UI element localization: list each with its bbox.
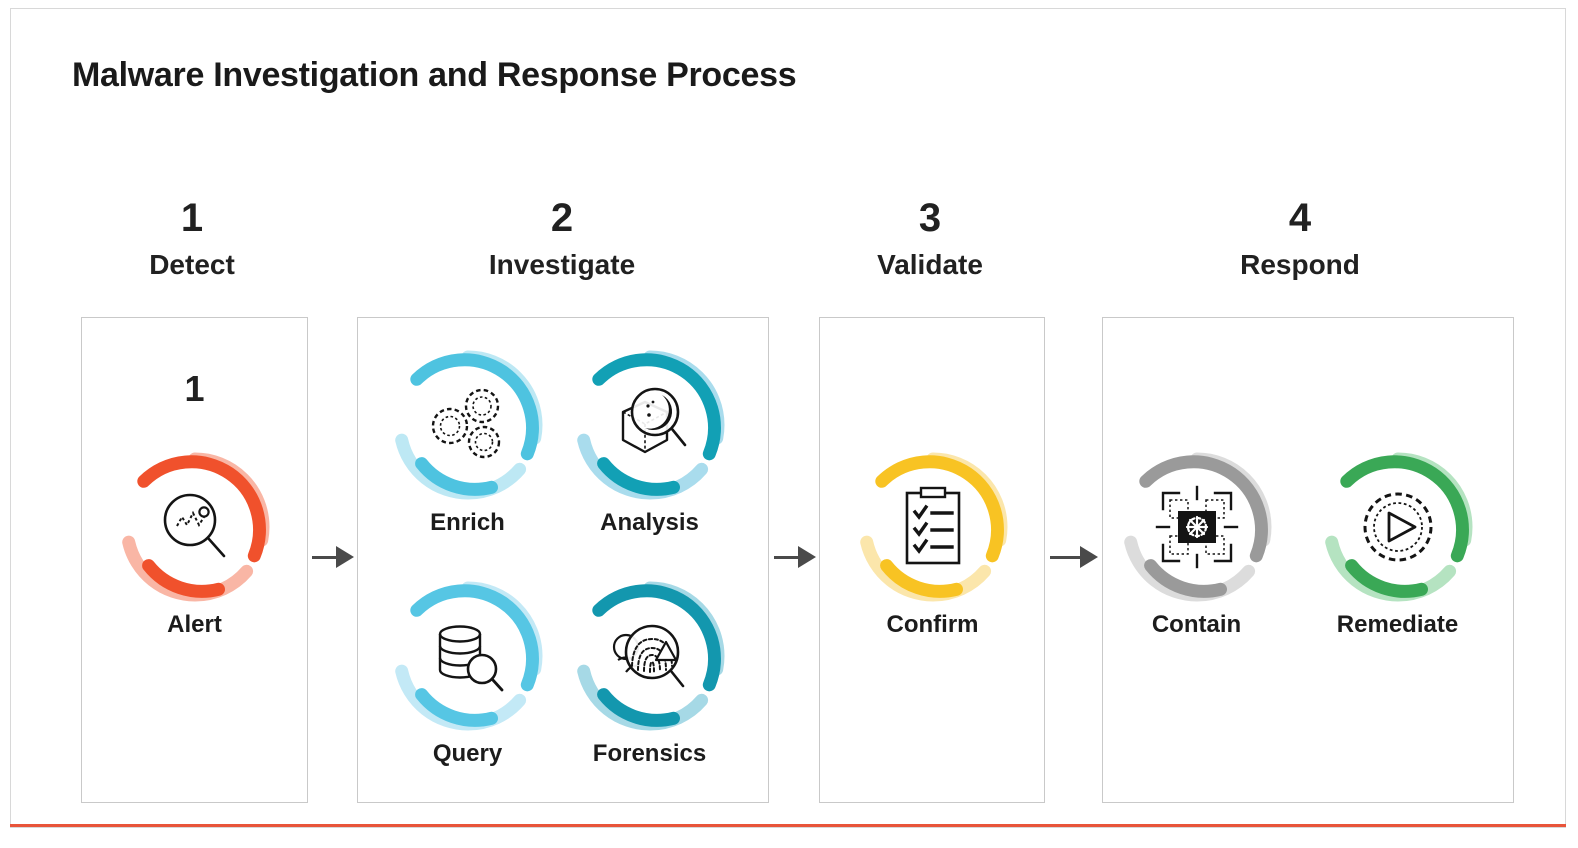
node-query[interactable]: Query — [385, 576, 550, 768]
forensics-ring — [575, 581, 724, 731]
enrich-ring — [393, 350, 542, 500]
arrow-validate-to-respond — [1050, 545, 1098, 569]
node-label: Remediate — [1336, 611, 1459, 638]
node-alert[interactable]: Alert — [112, 447, 277, 639]
arrow-head-icon — [336, 546, 354, 568]
analysis-ring — [575, 350, 724, 500]
node-confirm[interactable]: Confirm — [850, 447, 1015, 639]
node-label: Forensics — [592, 740, 707, 767]
slide-accent-bar — [10, 824, 1566, 827]
remediate-ring — [1323, 452, 1472, 602]
node-label: Confirm — [886, 611, 979, 638]
alert-ring — [120, 452, 269, 602]
page-title: Malware Investigation and Response Proce… — [72, 56, 797, 94]
cube-magnifier-icon — [570, 345, 730, 505]
contain-ring — [1122, 452, 1271, 602]
node-label: Contain — [1151, 611, 1242, 638]
node-label: Alert — [167, 611, 222, 638]
arrow-head-icon — [1080, 546, 1098, 568]
node-forensics[interactable]: Forensics — [567, 576, 732, 768]
step-label: Detect — [149, 249, 235, 280]
confirm-ring — [858, 452, 1007, 602]
database-magnifier-icon — [388, 576, 548, 736]
node-remediate[interactable]: Remediate — [1315, 447, 1480, 639]
step-number: 2 — [550, 196, 574, 240]
query-ring — [393, 581, 542, 731]
node-label: Analysis — [600, 509, 699, 536]
node-label: Enrich — [430, 509, 505, 536]
step-label: Validate — [877, 249, 983, 280]
arrow-investigate-to-validate — [774, 545, 816, 569]
arrow-shaft — [312, 555, 336, 559]
step-label: Respond — [1240, 249, 1360, 280]
arrow-shaft — [774, 555, 798, 559]
clipboard-checklist-icon — [853, 447, 1013, 607]
step-label: Investigate — [488, 249, 636, 280]
gears-icon — [388, 345, 548, 505]
magnifier-waveform-icon — [115, 447, 275, 607]
panel-detect — [81, 317, 308, 803]
gear-play-icon — [1318, 447, 1478, 607]
step-header-3: 3 Validate — [830, 195, 1030, 283]
node-label: Query — [432, 740, 503, 767]
node-enrich[interactable]: Enrich — [385, 345, 550, 537]
arrow-head-icon — [798, 546, 816, 568]
step-header-4: 4 Respond — [1200, 195, 1400, 283]
node-analysis[interactable]: Analysis — [567, 345, 732, 537]
step-header-1: 1 Detect — [92, 195, 292, 283]
crosshair-virus-box-icon — [1117, 447, 1277, 607]
step-number: 4 — [1288, 196, 1312, 240]
step-number: 1 — [180, 196, 204, 240]
fingerprint-magnifier-icon — [570, 576, 730, 736]
arrow-detect-to-investigate — [312, 545, 354, 569]
arrow-shaft — [1050, 555, 1080, 559]
step-number: 3 — [918, 196, 942, 240]
node-contain[interactable]: Contain — [1114, 447, 1279, 639]
step-header-2: 2 Investigate — [462, 195, 662, 283]
detect-inner-number: 1 — [184, 368, 205, 409]
